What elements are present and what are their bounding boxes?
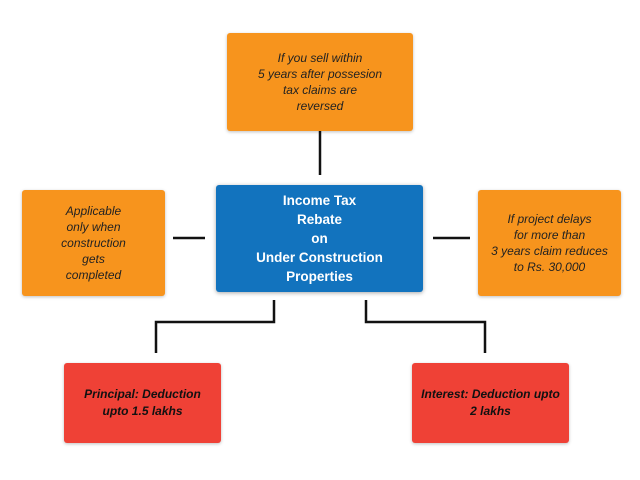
principal-deduction-box: Principal: Deduction upto 1.5 lakhs — [64, 363, 221, 443]
project-delay-box: If project delays for more than 3 years … — [478, 190, 621, 296]
connector-bottom-left — [154, 300, 276, 353]
resale-condition-box: If you sell within 5 years after possesi… — [227, 33, 413, 131]
completion-condition-box: Applicable only when construction gets c… — [22, 190, 165, 296]
connector-bottom-right — [364, 300, 487, 353]
income-tax-rebate-box: Income Tax Rebate on Under Construction … — [216, 185, 423, 292]
interest-deduction-box: Interest: Deduction upto 2 lakhs — [412, 363, 569, 443]
